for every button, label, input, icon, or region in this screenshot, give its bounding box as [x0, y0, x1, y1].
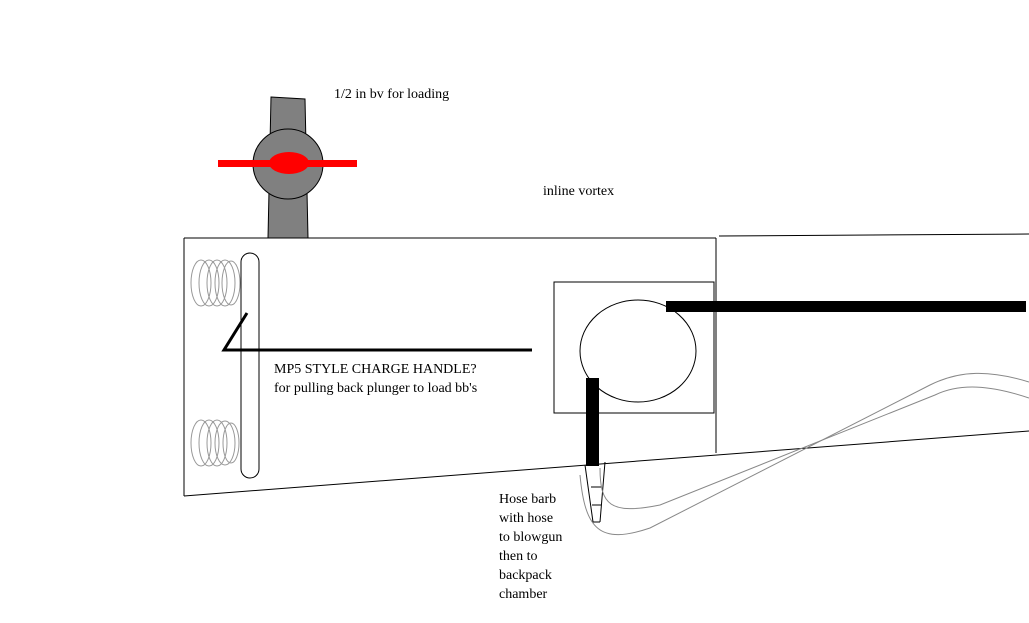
ball-valve [218, 96, 357, 239]
charge-handle-desc: for pulling back plunger to load bb's [274, 381, 478, 396]
barrel [718, 233, 1029, 237]
charge-handle [221, 312, 532, 352]
barrel-tube [666, 301, 1026, 312]
charge-handle-title: MP5 STYLE CHARGE HANDLE? [274, 362, 477, 377]
plunger-rod [240, 252, 260, 479]
vortex-label: inline vortex [543, 184, 615, 199]
ball-valve-label: 1/2 in bv for loading [334, 87, 450, 102]
hose-label-line: then to [499, 549, 538, 564]
inlet-tube [586, 378, 599, 466]
hose-label-line: Hose barb [499, 492, 557, 507]
valve-handle-hub [269, 152, 309, 174]
vortex-chamber [553, 281, 715, 414]
hose-label-line: chamber [499, 587, 548, 602]
receiver-body [183, 237, 1029, 497]
hose-label-line: backpack [499, 568, 552, 583]
hose-label-line: to blowgun [499, 530, 563, 545]
spring-bottom [190, 419, 240, 467]
hose-label-line: with hose [499, 511, 554, 526]
hose [579, 372, 1029, 536]
hose-label: Hose barb with hose to blowgun then to b… [499, 490, 562, 604]
spring-top [190, 259, 241, 307]
